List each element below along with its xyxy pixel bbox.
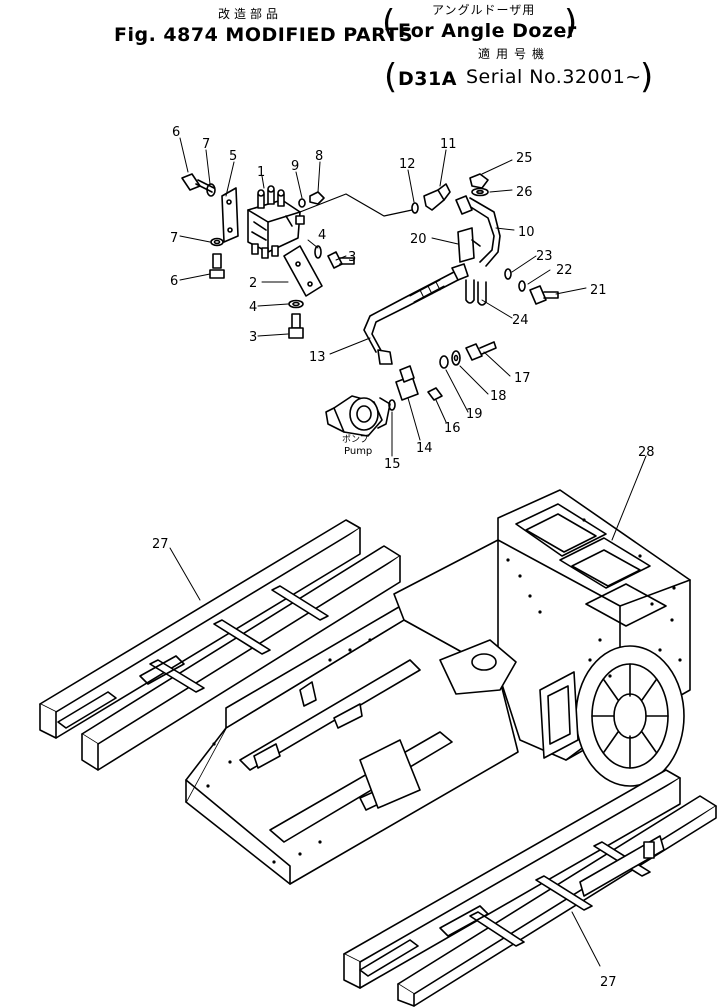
callout-4-lower: 4 (249, 300, 257, 315)
callout-26: 26 (516, 185, 533, 200)
washer-23 (504, 268, 512, 280)
plug-16 (427, 387, 443, 401)
callout-13: 13 (309, 350, 326, 365)
frame-holes (206, 518, 682, 864)
paren-close-2: ) (640, 57, 654, 97)
callout-7-top: 7 (202, 137, 210, 152)
bolt-21 (529, 285, 559, 305)
track-frame-lower (343, 769, 717, 1007)
callout-21: 21 (590, 283, 607, 298)
model-label: D31A (398, 68, 457, 90)
bolt-3-upper (327, 251, 355, 269)
main-frame (185, 489, 691, 885)
callout-15: 15 (384, 457, 401, 472)
elbow-11 (423, 183, 451, 211)
serial-jp: 適用号機 (478, 47, 551, 61)
serial-label: Serial No.32001~ (466, 66, 642, 88)
paren-close-1: ) (564, 3, 578, 43)
for-angle-dozer: For Angle Dozer (398, 20, 577, 42)
washer-7-left (210, 237, 224, 247)
washer-4-upper (314, 245, 322, 259)
adapter-14 (395, 365, 419, 401)
callout-14: 14 (416, 441, 433, 456)
callout-numbers: 1 2 3 3 4 4 5 6 6 7 7 8 9 10 11 12 13 14… (152, 125, 655, 990)
bolt-6-top (181, 173, 215, 193)
figure-title: Fig. 4874 MODIFIED PARTS (114, 24, 414, 46)
callout-2: 2 (249, 276, 257, 291)
bolt-6-left (209, 253, 225, 279)
paren-open-1: ( (382, 3, 396, 43)
callout-25: 25 (516, 151, 533, 166)
callout-1: 1 (257, 165, 265, 180)
washer-26 (471, 187, 489, 197)
callout-7-left: 7 (170, 231, 178, 246)
washer-18 (451, 350, 461, 366)
paren-open-2: ( (384, 57, 398, 97)
callout-18: 18 (490, 389, 507, 404)
callout-19: 19 (466, 407, 483, 422)
callout-23: 23 (536, 249, 553, 264)
nut-8 (309, 191, 325, 205)
pump-label-jp: ポンプ (342, 434, 369, 445)
callout-27-lower: 27 (600, 975, 617, 990)
callout-6-left: 6 (170, 274, 178, 289)
callout-5: 5 (229, 149, 237, 164)
oring-9 (298, 198, 306, 208)
control-valve-assembly (247, 185, 305, 259)
callout-9: 9 (291, 159, 299, 174)
bracket-2 (283, 245, 323, 297)
leader-lines (169, 137, 647, 967)
for-angle-dozer-jp: アングルドーザ用 (432, 3, 536, 17)
bolt-17 (465, 341, 497, 361)
nut-25 (469, 173, 489, 189)
pump-label: Pump (344, 446, 372, 457)
bolt-3-lower (288, 313, 304, 339)
callout-22: 22 (556, 263, 573, 278)
callout-3-upper: 3 (348, 250, 356, 265)
bracket-5 (221, 187, 239, 243)
callout-20: 20 (410, 232, 427, 247)
washer-7-top (206, 183, 216, 197)
callout-3-lower: 3 (249, 330, 257, 345)
callout-8: 8 (315, 149, 323, 164)
title-jp: 改造部品 (218, 7, 283, 21)
callout-28: 28 (638, 445, 655, 460)
track-frame-upper (39, 519, 401, 771)
ubolt-24 (465, 279, 487, 306)
pipe-10 (455, 195, 501, 267)
callout-6-top: 6 (172, 125, 180, 140)
callout-12: 12 (399, 157, 416, 172)
hose-line (299, 193, 413, 217)
callout-24: 24 (512, 313, 529, 328)
callout-11: 11 (440, 137, 457, 152)
callout-17: 17 (514, 371, 531, 386)
callout-16: 16 (444, 421, 461, 436)
washer-22 (518, 280, 526, 292)
washer-4-lower (288, 299, 304, 309)
pump (325, 395, 391, 437)
callout-4-upper: 4 (318, 228, 326, 243)
callout-27-upper: 27 (152, 537, 169, 552)
callout-10: 10 (518, 225, 535, 240)
oring-19 (439, 355, 449, 369)
hose-13 (363, 263, 469, 365)
clamp-20 (457, 227, 481, 263)
oring-12 (411, 202, 419, 214)
